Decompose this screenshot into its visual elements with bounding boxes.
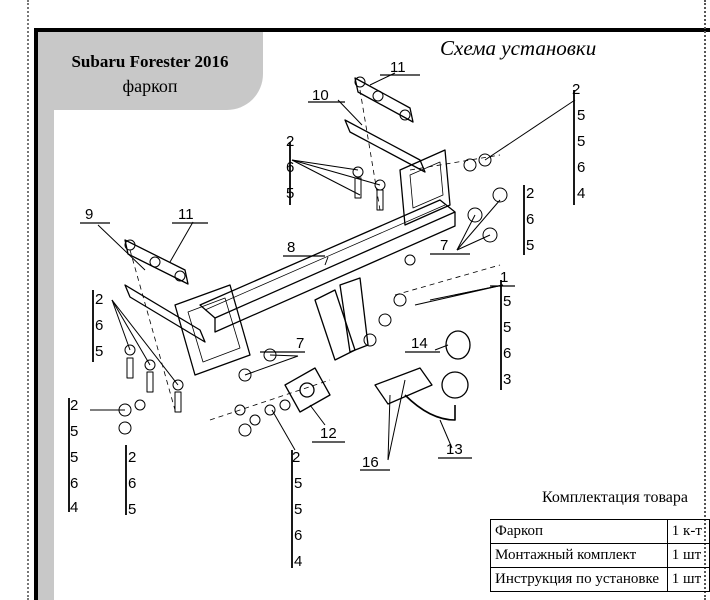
callout-13: 13 xyxy=(446,441,463,458)
callout-7-left: 7 xyxy=(296,335,304,352)
socket-plate xyxy=(284,367,331,413)
callout-underlines xyxy=(80,74,515,471)
kit-table: Фаркоп 1 к-т Монтажный комплект 1 шт Инс… xyxy=(490,519,710,592)
svg-text:5: 5 xyxy=(577,133,585,150)
stack-upper-middle: 2 6 5 xyxy=(286,133,294,202)
svg-text:2: 2 xyxy=(292,449,300,466)
leader-lines xyxy=(90,72,576,461)
stack-bars xyxy=(68,90,575,568)
svg-text:6: 6 xyxy=(128,475,136,492)
table-row: Фаркоп 1 к-т xyxy=(490,519,710,544)
svg-text:6: 6 xyxy=(95,317,103,334)
svg-text:6: 6 xyxy=(577,159,585,176)
callout-12: 12 xyxy=(320,425,337,442)
document-sheet xyxy=(26,26,710,600)
svg-text:5: 5 xyxy=(503,293,511,310)
callout-8: 8 xyxy=(287,239,295,256)
ball-cap xyxy=(445,330,471,360)
callout-labels: 11 10 8 9 11 7 7 1 14 12 13 16 xyxy=(85,59,508,471)
svg-text:5: 5 xyxy=(95,343,103,360)
digit-stacks: 2 6 5 2 5 5 6 4 2 6 5 5 5 6 3 2 6 5 2 xyxy=(70,81,585,570)
svg-text:2: 2 xyxy=(95,291,103,308)
frame-border-top xyxy=(34,28,710,32)
callout-7-right: 7 xyxy=(440,237,448,254)
page-edge-left xyxy=(27,0,29,600)
kit-item-qty: 1 шт xyxy=(666,543,710,568)
stack-top-right: 2 5 5 6 4 xyxy=(572,81,585,202)
svg-text:6: 6 xyxy=(526,211,534,228)
stack-center-bottom: 2 5 5 6 4 xyxy=(292,449,302,570)
callout-11-right: 11 xyxy=(390,59,406,76)
callout-1: 1 xyxy=(500,269,508,286)
kit-title: Комплектация товара xyxy=(542,489,689,506)
svg-text:4: 4 xyxy=(294,553,302,570)
right-mount-strip xyxy=(344,119,426,173)
svg-text:5: 5 xyxy=(286,185,294,202)
table-row: Монтажный комплект 1 шт xyxy=(490,543,710,568)
page-edge-right xyxy=(704,0,706,600)
svg-text:2: 2 xyxy=(128,449,136,466)
svg-text:2: 2 xyxy=(70,397,78,414)
callout-11-left: 11 xyxy=(178,206,194,223)
svg-text:5: 5 xyxy=(70,449,78,466)
svg-text:6: 6 xyxy=(70,475,78,492)
tow-bar-drawing xyxy=(118,76,508,437)
tow-ball xyxy=(441,371,469,399)
svg-text:2: 2 xyxy=(572,81,580,98)
left-bracket xyxy=(174,284,251,376)
kit-item-qty: 1 шт xyxy=(666,567,710,592)
ball-mount-plate xyxy=(374,367,433,405)
kit-item-name: Инструкция по установке xyxy=(490,567,668,592)
kit-item-qty: 1 к-т xyxy=(666,519,710,544)
svg-text:6: 6 xyxy=(503,345,511,362)
svg-text:2: 2 xyxy=(526,185,534,202)
svg-text:5: 5 xyxy=(577,107,585,124)
side-bar xyxy=(38,110,54,600)
stack-right-lower: 5 5 6 3 xyxy=(503,293,511,388)
ball-neck xyxy=(404,394,456,421)
left-mount-strip xyxy=(124,284,206,343)
stack-right-middle: 2 6 5 xyxy=(526,185,534,254)
scheme-title: Схема установки xyxy=(440,36,597,60)
callout-10: 10 xyxy=(312,87,329,104)
title-box xyxy=(38,32,263,110)
svg-text:6: 6 xyxy=(286,159,294,176)
vehicle-model: Subaru Forester 2016 xyxy=(71,52,229,71)
svg-text:5: 5 xyxy=(128,501,136,518)
frame-border-left xyxy=(34,28,38,600)
svg-text:6: 6 xyxy=(294,527,302,544)
stack-left-lower: 2 5 5 6 4 xyxy=(70,397,78,516)
svg-text:2: 2 xyxy=(286,133,294,150)
svg-text:5: 5 xyxy=(294,501,302,518)
svg-text:3: 3 xyxy=(503,371,511,388)
kit-item-name: Монтажный комплект xyxy=(490,543,668,568)
stack-left-bottom: 2 6 5 xyxy=(128,449,136,518)
table-row: Инструкция по установке 1 шт xyxy=(490,567,710,592)
svg-text:4: 4 xyxy=(577,185,585,202)
svg-text:5: 5 xyxy=(526,237,534,254)
right-top-plate xyxy=(354,77,414,123)
svg-text:5: 5 xyxy=(294,475,302,492)
stack-left-upper: 2 6 5 xyxy=(95,291,103,360)
callout-16: 16 xyxy=(362,454,379,471)
callout-14: 14 xyxy=(411,335,428,352)
kit-item-name: Фаркоп xyxy=(490,519,668,544)
svg-text:5: 5 xyxy=(70,423,78,440)
svg-text:5: 5 xyxy=(503,319,511,336)
product-name: фаркоп xyxy=(122,76,178,96)
callout-9: 9 xyxy=(85,206,93,223)
svg-text:4: 4 xyxy=(70,499,78,516)
right-bracket xyxy=(399,149,451,226)
